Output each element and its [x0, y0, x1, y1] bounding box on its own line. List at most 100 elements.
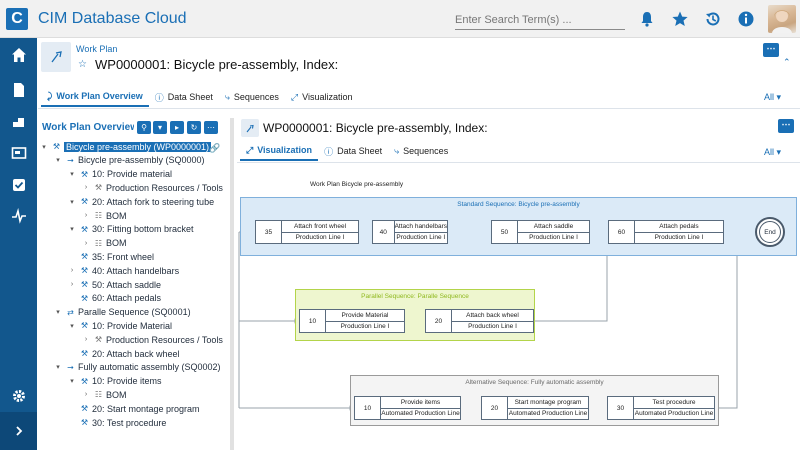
tree-node[interactable]: ›☷BOM [82, 237, 127, 250]
tree-toggle-icon[interactable]: ▾ [70, 171, 74, 179]
tree-node[interactable]: ▾⚒10: Provide items [68, 375, 161, 388]
tree-node[interactable]: ›⚒Production Resources / Tools [82, 333, 223, 346]
tree-expand-button[interactable]: ▸ [170, 121, 184, 134]
tree-node[interactable]: ⚒30: Test procedure [68, 416, 166, 429]
info-icon[interactable] [737, 10, 755, 28]
tab-label: Sequences [233, 92, 279, 102]
tree-node[interactable]: ▾⇄Paralle Sequence (SQ0001) [54, 306, 190, 319]
tree-node[interactable]: ›⚒50: Attach saddle [68, 278, 161, 291]
tree-node-icon: ⇄ [67, 307, 74, 317]
tree-node-label: 20: Attach back wheel [92, 348, 180, 359]
tree-toggle-icon[interactable]: › [84, 391, 88, 399]
connector-line [715, 246, 740, 409]
task-line: Automated Production Line [381, 410, 460, 418]
tree-node[interactable]: ›☷BOM [82, 209, 127, 222]
tree-node[interactable]: ▾➞Bicycle pre-assembly (SQ0000) [54, 154, 204, 167]
tree-toggle-icon[interactable]: ▾ [42, 143, 46, 151]
tree-toggle-icon[interactable]: ▾ [56, 157, 60, 165]
tree-toggle-icon[interactable]: ▾ [70, 226, 74, 234]
tree-menu-button[interactable]: ⋯ [204, 121, 218, 134]
tree-node[interactable]: ▾⚒20: Attach fork to steering tube [68, 195, 214, 208]
tree-toggle-icon[interactable]: ▾ [70, 198, 74, 206]
sidebar-expand-button[interactable] [0, 412, 37, 450]
header-menu-button[interactable]: ⋯ [763, 43, 779, 57]
search-input[interactable] [455, 10, 625, 30]
user-avatar[interactable] [768, 5, 796, 33]
tree-node-icon: ⚒ [80, 376, 89, 386]
detail-menu-button[interactable]: ⋯ [778, 119, 794, 133]
tree-node[interactable]: ⚒20: Attach back wheel [68, 347, 180, 360]
tree-toggle-icon[interactable]: › [84, 239, 88, 247]
tree-node[interactable]: ▾⚒10: Provide Material [68, 319, 172, 332]
breadcrumb[interactable]: Work Plan [76, 44, 118, 54]
favorites-star-icon[interactable] [671, 10, 689, 28]
nav-settings[interactable] [0, 381, 37, 411]
tree-toggle-icon[interactable]: › [70, 267, 74, 275]
tree-node[interactable]: ⚒35: Front wheel [68, 250, 154, 263]
nav-home[interactable] [0, 40, 37, 70]
page-title: WP0000001: Bicycle pre-assembly, Index: [95, 57, 339, 72]
tree-toggle-icon[interactable]: ▾ [56, 309, 60, 317]
tree-filter-button[interactable]: ▾ [153, 121, 167, 134]
tab-work-plan-overview[interactable]: ⤸ Work Plan Overview [41, 87, 149, 107]
tree-node-icon: ☷ [94, 238, 103, 248]
tree-toggle-icon[interactable]: › [70, 281, 74, 288]
work-plan-icon [41, 42, 71, 72]
all-filter-dropdown[interactable]: All ▾ [764, 92, 782, 102]
sequence-icon: ⤷ [394, 145, 400, 156]
tree-node[interactable]: ⚒60: Attach pedals [68, 292, 161, 305]
detail-tabs: ⤢ Visualization ⓘ Data Sheet ⤷ Sequences [240, 141, 454, 161]
nav-tasks[interactable] [0, 170, 37, 200]
main-tabs: ⤸ Work Plan Overview ⓘ Data Sheet ⤷ Sequ… [41, 87, 359, 107]
tree-node-label: BOM [106, 210, 127, 221]
tree-toggle-icon[interactable]: › [84, 212, 88, 219]
tab-sequences[interactable]: ⤷ Sequences [219, 87, 285, 107]
nav-documents[interactable] [0, 75, 37, 105]
tree-node[interactable]: ▾⚒10: Provide material [68, 168, 172, 181]
nav-structure[interactable] [0, 106, 37, 136]
tab-sequences[interactable]: ⤷ Sequences [388, 141, 454, 161]
detail-all-filter-dropdown[interactable]: All ▾ [764, 147, 782, 157]
tab-visualization[interactable]: ⤢ Visualization [285, 87, 359, 107]
tree-node[interactable]: ›⚒40: Attach handelbars [68, 264, 179, 277]
tree-node[interactable]: ▾⚒Bicycle pre-assembly (WP0000001) [40, 140, 212, 153]
nav-dashboard[interactable] [0, 138, 37, 168]
tree-node[interactable]: ›☷BOM [82, 388, 127, 401]
favorite-star-icon[interactable]: ☆ [78, 59, 87, 70]
collapse-header-icon[interactable]: ⌃ [783, 57, 791, 67]
app-logo-icon[interactable]: C [6, 8, 28, 30]
task-line: Production Line I [468, 323, 517, 331]
tree-toggle-icon[interactable]: ▾ [70, 322, 74, 330]
tree-node[interactable]: ▾⚒30: Fitting bottom bracket [68, 223, 194, 236]
end-node[interactable]: End [755, 217, 785, 247]
tab-data-sheet[interactable]: ⓘ Data Sheet [318, 141, 388, 161]
nav-activity[interactable] [0, 201, 37, 231]
tree-node[interactable]: ▾➞Fully automatic assembly (SQ0002) [54, 361, 220, 374]
tree-node[interactable]: ⚒20: Start montage program [68, 402, 200, 415]
tree-toggle-icon[interactable]: ▾ [56, 364, 60, 372]
tree-search-button[interactable]: ⚲ [137, 121, 151, 134]
tab-data-sheet[interactable]: ⓘ Data Sheet [149, 87, 219, 107]
tree-refresh-button[interactable]: ↻ [187, 121, 201, 134]
bell-icon[interactable] [638, 10, 656, 28]
tree-toggle-icon[interactable]: › [84, 184, 88, 192]
tree-node-label: 30: Fitting bottom bracket [92, 224, 194, 235]
tree-node[interactable]: ›⚒Production Resources / Tools [82, 181, 223, 194]
history-icon[interactable] [704, 10, 722, 28]
tree-toggle-icon[interactable]: › [84, 336, 88, 344]
task-number: 10 [300, 310, 326, 332]
tree-toggle-icon[interactable]: ▾ [70, 378, 74, 386]
link-icon[interactable]: 🔗 [209, 143, 221, 153]
sequence-label: Parallel Sequence: Paralle Sequence [361, 293, 469, 300]
tab-visualization[interactable]: ⤢ Visualization [240, 141, 319, 161]
panel-splitter[interactable] [230, 118, 234, 450]
